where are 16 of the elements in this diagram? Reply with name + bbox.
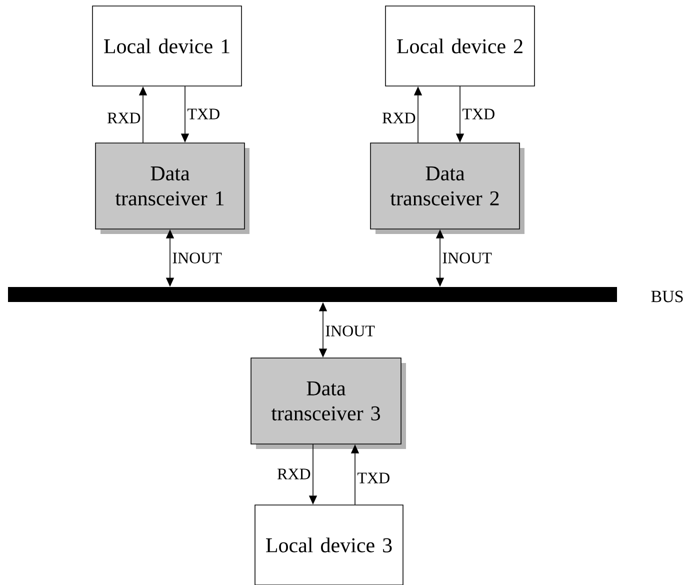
edge-label: TXD xyxy=(462,108,494,120)
edge-label: INOUT xyxy=(326,326,375,336)
transceiver-box: Data transceiver 1 xyxy=(95,142,250,234)
edge-label: RXD xyxy=(382,112,416,124)
bus-label: BUS xyxy=(651,290,683,302)
device-box: Local device 1 xyxy=(92,6,242,86)
edge-label: INOUT xyxy=(442,252,492,264)
edge-label: TXD xyxy=(187,108,220,120)
transceiver-box: Data transceiver 3 xyxy=(250,358,406,449)
edge-label: TXD xyxy=(357,472,390,484)
edge-label: RXD xyxy=(277,468,310,480)
device-box: Local device 2 xyxy=(385,6,535,86)
edge-label: INOUT xyxy=(172,252,222,264)
transceiver-box: Data transceiver 2 xyxy=(370,142,524,234)
device-box: Local device 3 xyxy=(254,504,404,585)
edge-label: RXD xyxy=(107,112,140,124)
